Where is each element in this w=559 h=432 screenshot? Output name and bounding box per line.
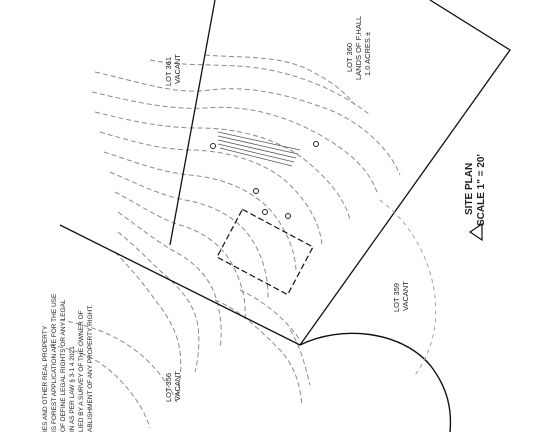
survey-markers	[210, 141, 319, 219]
lot-360-owner: LANDS OF F.HALL	[354, 16, 363, 80]
house-footprint	[216, 208, 314, 296]
lot-arcs	[299, 199, 452, 432]
site-plan-scale: SCALE 1" = 20'	[476, 154, 487, 226]
lot-361-label: LOT 361 VACANT	[164, 54, 182, 86]
lot-360-name: LOT 360	[345, 43, 354, 72]
note-line: IS FOREST APPLICATION ARE FOR THE USE	[51, 293, 58, 432]
site-plan-title: SITE PLAN	[464, 163, 475, 215]
note-line: IN AS PER LAW § 3-1 4 2021	[69, 346, 76, 432]
lot-359-label: LOT 359 VACANT	[392, 281, 410, 312]
note-line: OF DEFINE LEGAL RIGHTS OR ANY LEGAL	[60, 299, 67, 432]
note-line: LIED BY A SURVEY OF THE OWNER OF	[78, 310, 85, 432]
lot-356-label: LOT 356 VACANT	[164, 371, 182, 402]
note-line: ABLISHMENT OF ANY PROPERTY RIGHT.	[87, 304, 94, 432]
contour-lines	[49, 54, 401, 429]
driveway-hatch	[217, 131, 301, 167]
lot-356-name: LOT 356	[164, 373, 173, 402]
lot-359-status: VACANT	[401, 281, 410, 311]
lot-361-name: LOT 361	[164, 57, 173, 86]
lot-359-name: LOT 359	[392, 283, 401, 312]
notes-block: IES AND OTHER REAL PROPERTY IS FOREST AP…	[42, 293, 94, 432]
note-line: IES AND OTHER REAL PROPERTY	[42, 325, 49, 432]
lot-360-label: LOT 360 LANDS OF F.HALL 1.0 ACRES ±	[345, 16, 372, 80]
property-boundaries	[59, 0, 511, 346]
lot-361-status: VACANT	[173, 54, 182, 84]
lot-360-area: 1.0 ACRES ±	[363, 32, 372, 76]
site-arrow-icon	[468, 222, 483, 242]
lot-356-status: VACANT	[173, 371, 182, 401]
